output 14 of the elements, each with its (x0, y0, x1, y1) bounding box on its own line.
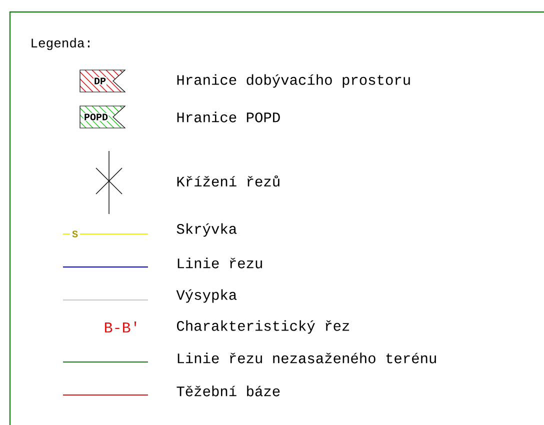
legend-text: Hranice POPD (177, 112, 280, 122)
legend-text: Výsypka (176, 289, 237, 303)
flag-label: POPD (83, 113, 109, 121)
legend-text: Hranice dobývacího prostoru (177, 74, 410, 88)
legend-title: Legenda: (32, 38, 90, 50)
flag-label: DP (93, 77, 107, 85)
legend-text: Linie řezu (178, 258, 262, 268)
legend-text: Těžební báze (176, 386, 280, 396)
section-label: B-B' (105, 322, 136, 332)
legend-text: Charakteristický řez (177, 320, 350, 334)
legend-text: Skrývka (176, 223, 237, 237)
line-symbol-letter: S (72, 230, 78, 238)
legend-text: Křížení řezů (177, 175, 280, 187)
legend-text: Linie řezu nezasaženého terénu (178, 352, 436, 364)
